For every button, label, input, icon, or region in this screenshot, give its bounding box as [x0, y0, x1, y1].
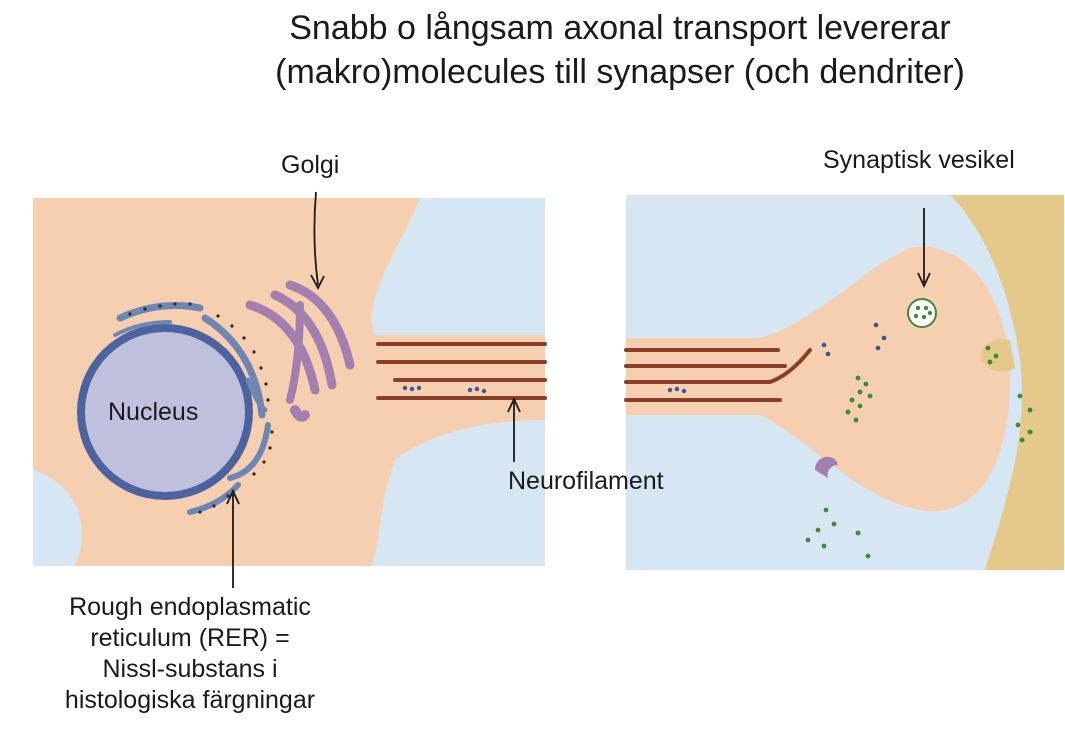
page-title: Snabb o långsam axonal transport leverer… [180, 6, 1060, 94]
rer-ribosomes [128, 302, 274, 514]
cell-body-panel [33, 198, 547, 566]
synaptic-vesicle [907, 298, 937, 328]
title-line-1: Snabb o långsam axonal transport leverer… [289, 9, 951, 47]
synapse-panel [624, 195, 1064, 570]
axon-neurofilaments-right [624, 348, 812, 402]
rer-label-line-4: histologiska färgningar [64, 686, 316, 714]
rer-label: Rough endoplasmatic reticulum (RER) = Ni… [20, 592, 360, 716]
terminal-vesicles [845, 345, 999, 423]
annotation-arrows [226, 191, 931, 588]
neurofilament-label: Neurofilament [508, 467, 664, 495]
golgi-label: Golgi [281, 151, 340, 179]
postsynaptic-cell [950, 195, 1064, 570]
axon-vesicles-right [667, 322, 887, 394]
vesikel-arrow [917, 208, 931, 289]
neurofilament-arrow [507, 396, 521, 462]
nucleus [77, 324, 253, 500]
rer-arrow [226, 488, 240, 588]
golgi-apparatus [245, 280, 355, 422]
released-vesicles [805, 393, 1033, 559]
axon-neurofilaments-left [376, 342, 547, 400]
golgi-arrow [310, 191, 325, 290]
title-line-2: (makro)molecules till synapser (och dend… [275, 53, 965, 91]
rer-label-line-1: Rough endoplasmatic [69, 593, 311, 621]
rer-label-line-3: Nissl-substans i [102, 655, 278, 683]
rer-label-line-2: reticulum (RER) = [90, 624, 290, 652]
nucleus-label: Nucleus [108, 398, 199, 426]
exocytosis-bud [815, 456, 838, 478]
synaptic-vesicle-label: Synaptisk vesikel [823, 146, 1015, 174]
axon-vesicles-left [402, 385, 487, 394]
